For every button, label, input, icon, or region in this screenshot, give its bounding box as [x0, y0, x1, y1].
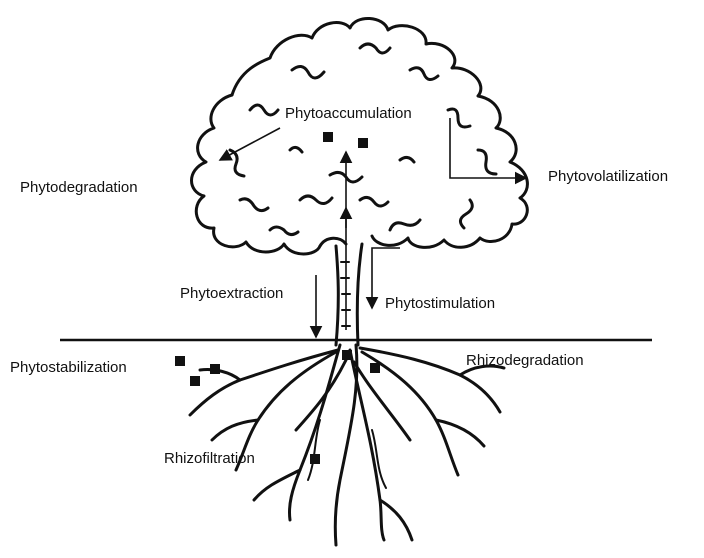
contaminant-square-icon — [190, 376, 200, 386]
contaminant-square-icon — [370, 363, 380, 373]
contaminant-square-icon — [323, 132, 333, 142]
label-phytodegradation: Phytodegradation — [20, 180, 138, 195]
roots — [190, 345, 504, 545]
label-phytoextraction: Phytoextraction — [180, 286, 283, 301]
contaminant-square-icon — [210, 364, 220, 374]
label-phytostimulation: Phytostimulation — [385, 296, 495, 311]
label-phytovolatilization: Phytovolatilization — [548, 169, 668, 184]
contaminant-square-icon — [175, 356, 185, 366]
label-rhizodegradation: Rhizodegradation — [466, 353, 584, 368]
canopy — [192, 18, 528, 254]
contaminant-square-icon — [342, 350, 352, 360]
contaminant-square-icon — [310, 454, 320, 464]
label-phytoaccumulation: Phytoaccumulation — [285, 106, 412, 121]
label-rhizofiltration: Rhizofiltration — [164, 451, 255, 466]
label-phytostabilization: Phytostabilization — [10, 360, 127, 375]
trunk — [336, 244, 362, 345]
arrow-phytodegradation — [220, 128, 280, 160]
contaminant-square-icon — [358, 138, 368, 148]
